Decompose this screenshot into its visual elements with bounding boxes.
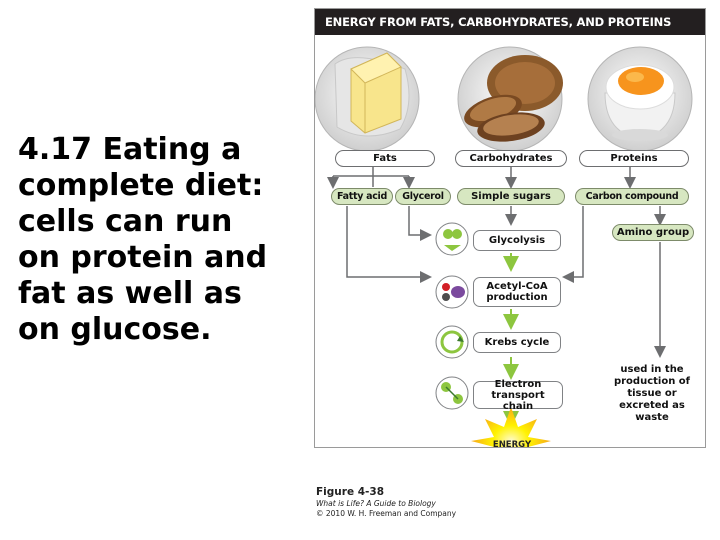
slide-title: 4.17 Eating a complete diet: cells can r… xyxy=(18,132,308,348)
copyright-line: © 2010 W. H. Freeman and Company xyxy=(316,509,616,519)
egg-image xyxy=(588,47,692,151)
carbon-compound-product: Carbon compound xyxy=(575,188,689,205)
krebs-cycle-icon xyxy=(436,326,468,358)
book-title: What is Life? A Guide to Biology xyxy=(316,499,616,509)
amino-group-note: used in the production of tissue or excr… xyxy=(602,364,702,424)
simple-sugars-product: Simple sugars xyxy=(457,188,565,205)
glycolysis-step: Glycolysis xyxy=(473,230,561,251)
amino-group-product: Amino group xyxy=(612,224,694,241)
bread-image xyxy=(458,47,563,151)
electron-transport-step: Electron transport chain xyxy=(473,381,563,409)
proteins-source: Proteins xyxy=(579,150,689,167)
glycolysis-icon xyxy=(436,223,468,255)
fats-source: Fats xyxy=(335,150,435,167)
acetyl-coa-step: Acetyl-CoA production xyxy=(473,277,561,307)
butter-image xyxy=(315,47,419,151)
figure-caption: Figure 4-38 What is Life? A Guide to Bio… xyxy=(316,486,616,519)
energy-label: ENERGY xyxy=(483,440,541,448)
electron-transport-icon xyxy=(436,377,468,409)
carbohydrates-source: Carbohydrates xyxy=(455,150,567,167)
diagram-figure: ENERGY FROM FATS, CARBOHYDRATES, AND PRO… xyxy=(314,8,706,448)
krebs-cycle-step: Krebs cycle xyxy=(473,332,561,353)
acetyl-coa-icon xyxy=(436,276,468,308)
figure-number: Figure 4-38 xyxy=(316,486,616,499)
glycerol-product: Glycerol xyxy=(395,188,451,205)
fatty-acid-product: Fatty acid xyxy=(331,188,393,205)
